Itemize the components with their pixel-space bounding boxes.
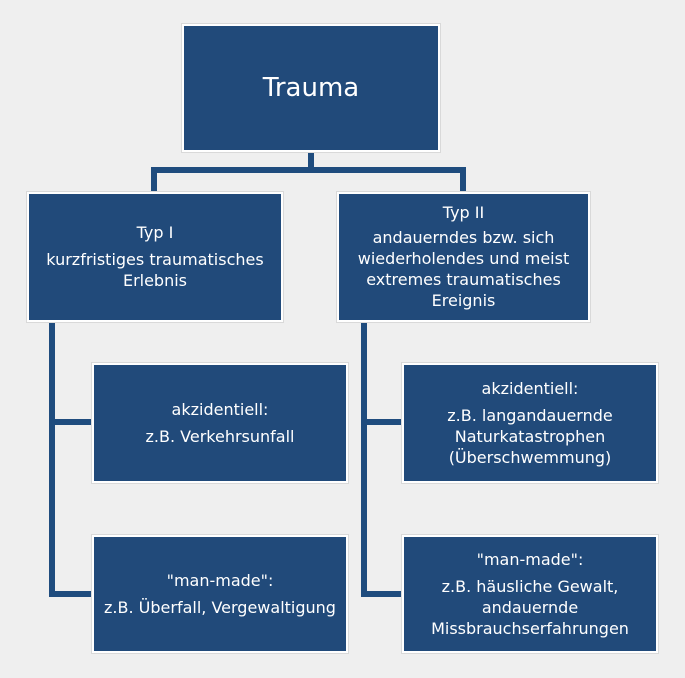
node-typ-1: Typ I kurzfristiges traumatisches Erlebn… — [27, 192, 283, 322]
typ-1-man-made-title: "man-made": — [166, 570, 274, 590]
typ-1-man-made-description: z.B. Überfall, Vergewaltigung — [104, 597, 336, 617]
typ-2-akzidentiell-title: akzidentiell: — [481, 378, 579, 398]
typ-2-title: Typ II — [442, 203, 485, 222]
root-node-trauma: Trauma — [182, 24, 440, 152]
node-typ-1-man-made: "man-made": z.B. Überfall, Vergewaltigun… — [92, 535, 348, 653]
typ-2-man-made-title: "man-made": — [476, 549, 584, 569]
typ-2-akzidentiell-description: z.B. langandauernde Naturkatastrophen (Ü… — [447, 405, 613, 467]
node-typ-2-man-made: "man-made": z.B. häusliche Gewalt, andau… — [402, 535, 658, 653]
root-label: Trauma — [262, 73, 360, 103]
typ-1-description: kurzfristiges traumatisches Erlebnis — [46, 250, 264, 290]
typ-1-akzidentiell-title: akzidentiell: — [171, 399, 269, 419]
node-typ-1-akzidentiell: akzidentiell: z.B. Verkehrsunfall — [92, 363, 348, 483]
node-typ-2-akzidentiell: akzidentiell: z.B. langandauernde Naturk… — [402, 363, 658, 483]
node-typ-2: Typ II andauerndes bzw. sich wiederholen… — [337, 192, 590, 322]
typ-1-title: Typ I — [136, 223, 174, 242]
typ-2-description: andauerndes bzw. sich wiederholendes und… — [357, 228, 570, 310]
typ-1-akzidentiell-description: z.B. Verkehrsunfall — [145, 426, 295, 446]
typ-2-man-made-description: z.B. häusliche Gewalt, andauernde Missbr… — [431, 576, 629, 638]
